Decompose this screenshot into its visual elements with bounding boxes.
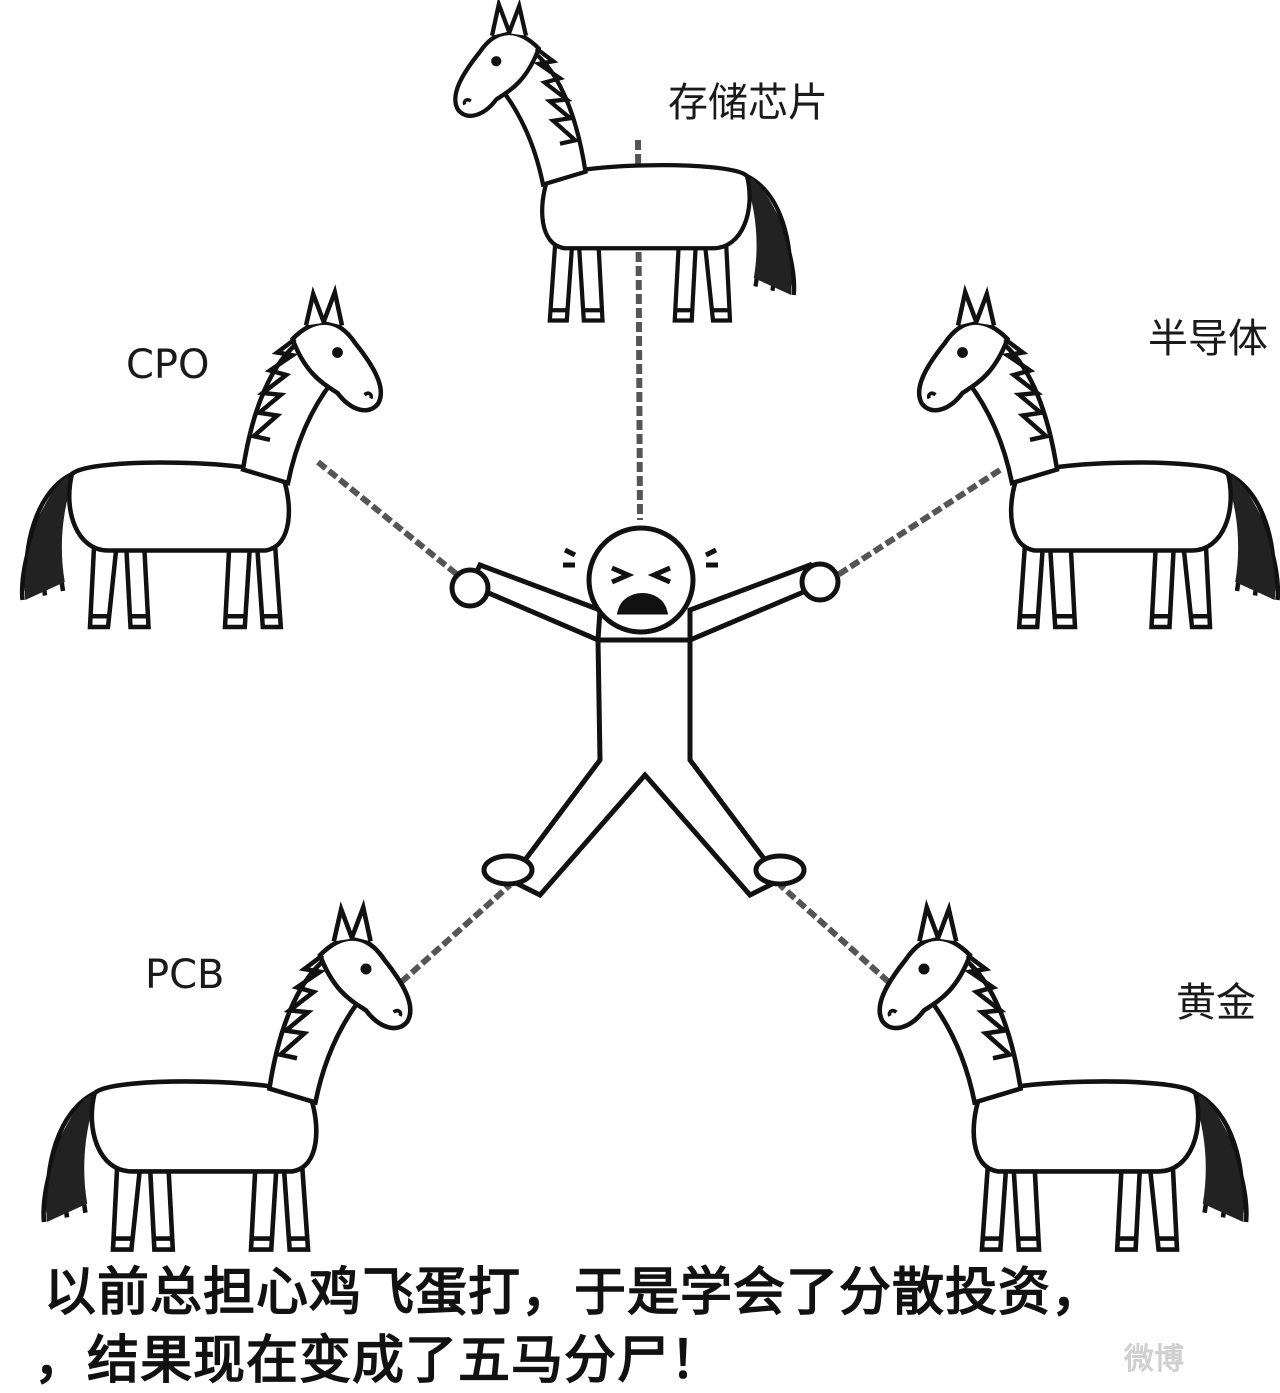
label-upper-left: CPO [126,342,210,388]
horse-top [455,4,794,320]
horse-lower-left [44,907,411,1249]
label-top: 存储芯片 [668,80,828,126]
label-lower-left: PCB [145,952,225,998]
label-upper-right: 半导体 [1148,316,1268,362]
caption-line2: ，结果现在变成了五马分尸！ [34,1331,724,1391]
label-lower-right: 黄金 [1176,980,1256,1026]
horse-lower-right [880,907,1247,1249]
caption-line1: 以前总担心鸡飞蛋打，于是学会了分散投资， [44,1263,1105,1323]
stick-figure [449,525,841,899]
watermark: 微博 [1124,1342,1184,1377]
